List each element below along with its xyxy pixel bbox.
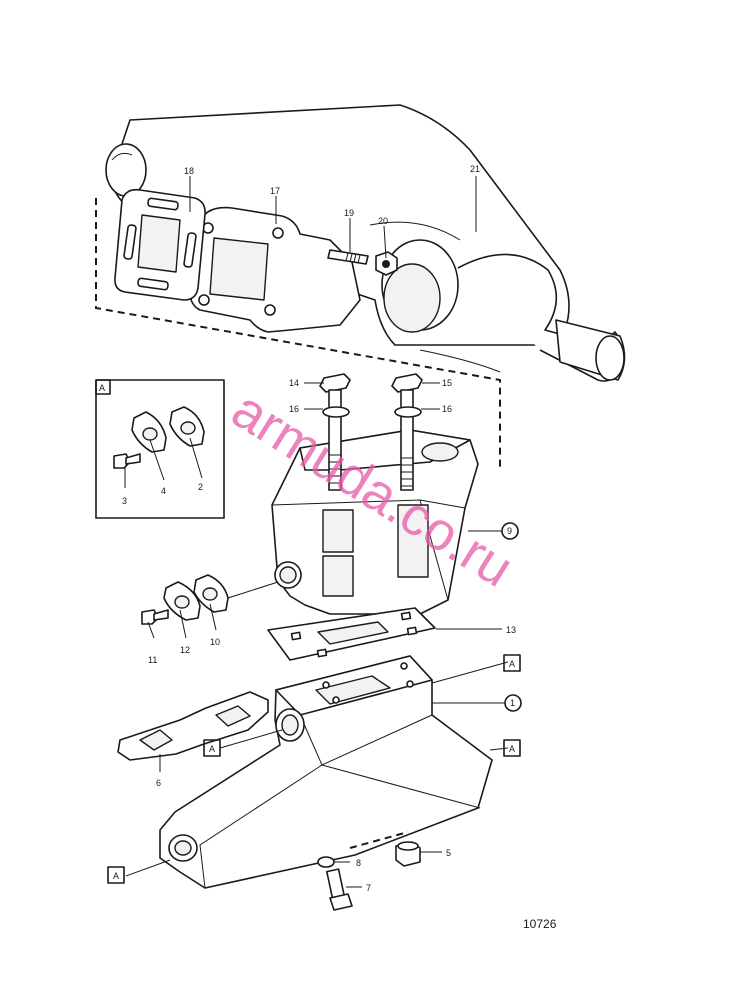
label-14: 14	[289, 378, 299, 388]
svg-text:A: A	[113, 871, 119, 881]
label-15: 15	[442, 378, 452, 388]
washer	[317, 856, 335, 868]
exhaust-flange	[189, 206, 361, 333]
ref-box-a-3: A	[203, 739, 221, 757]
riser-gasket	[267, 607, 436, 661]
exhaust-manifold	[159, 655, 493, 889]
label-11: 11	[148, 655, 157, 665]
leader-lines	[124, 176, 509, 888]
stud-bolt	[327, 249, 369, 265]
callout-1: 1	[504, 694, 522, 712]
manifold-gasket	[117, 691, 269, 761]
inset-ref-label: A	[99, 383, 105, 393]
svg-text:A: A	[209, 744, 215, 754]
detail-inset-a: A	[95, 379, 225, 519]
nut	[375, 251, 398, 276]
label-7: 7	[366, 883, 371, 893]
label-2: 2	[198, 482, 203, 492]
ref-box-a-4: A	[107, 866, 125, 884]
cover-plate-set	[141, 574, 229, 625]
label-3: 3	[122, 496, 127, 506]
exhaust-riser	[271, 429, 479, 615]
label-19: 19	[344, 208, 354, 218]
callout-9: 9	[501, 522, 519, 540]
label-18: 18	[184, 166, 194, 176]
svg-text:9: 9	[507, 526, 512, 536]
label-4: 4	[161, 486, 166, 496]
label-17: 17	[270, 186, 280, 196]
label-10: 10	[210, 637, 220, 647]
label-6: 6	[156, 778, 161, 788]
label-16-left: 16	[289, 404, 299, 414]
svg-text:1: 1	[510, 698, 515, 708]
bolt-right	[391, 373, 423, 491]
drain-plug	[395, 841, 421, 867]
assembly-line-top	[95, 198, 501, 470]
label-16-right: 16	[442, 404, 452, 414]
ref-box-a-1: A	[503, 654, 521, 672]
ref-box-a-2: A	[503, 739, 521, 757]
svg-text:A: A	[509, 659, 515, 669]
document-number: 10726	[523, 917, 557, 931]
label-13: 13	[506, 625, 516, 635]
label-12: 12	[180, 645, 190, 655]
bolt-left	[319, 373, 351, 491]
screw	[326, 868, 353, 911]
svg-text:A: A	[509, 744, 515, 754]
label-5: 5	[446, 848, 451, 858]
muffler	[105, 104, 626, 382]
label-21: 21	[470, 164, 480, 174]
label-20: 20	[378, 216, 388, 226]
label-8: 8	[356, 858, 361, 868]
flange-gasket	[114, 188, 206, 301]
assembly-line-bottom	[349, 831, 409, 849]
